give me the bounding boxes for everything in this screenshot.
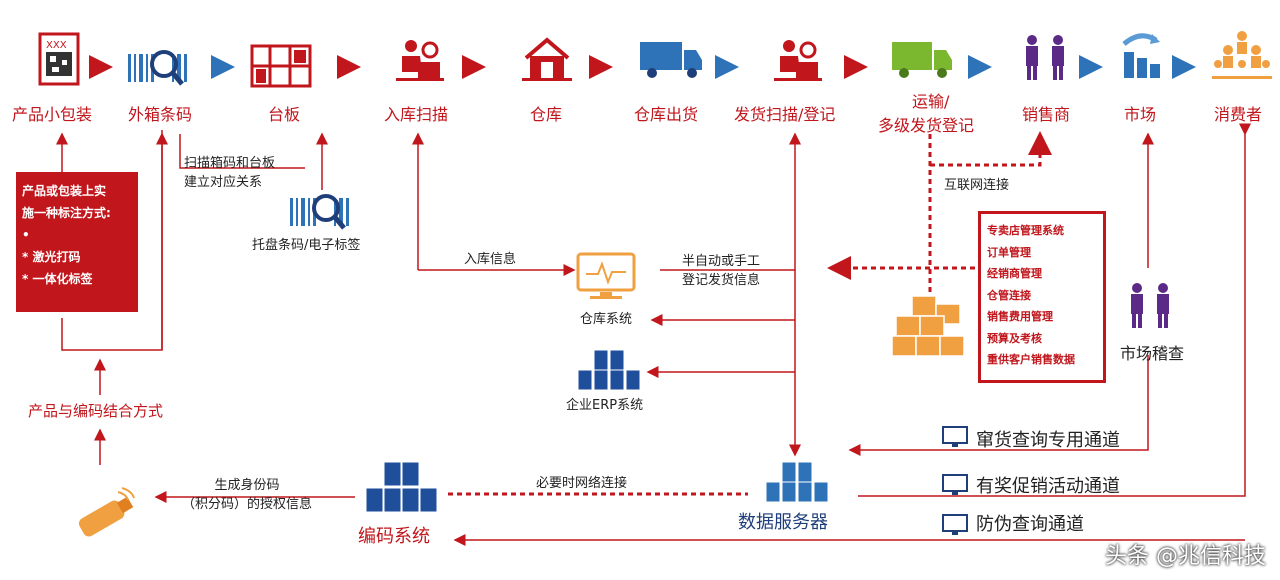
marking-method-box: 产品或包装上实 施一种标注方式: • * 激光打码 * 一体化标签 [16, 172, 138, 312]
combine-method-label: 产品与编码结合方式 [28, 402, 164, 420]
node-label-barcode: 外箱条码 [128, 105, 193, 124]
pallet-tag-label: 托盘条码/电子标签 [252, 238, 361, 253]
worker-scan-icon [396, 38, 444, 86]
node-label-transport: 运输/ [912, 92, 950, 111]
channel-anti-counterfeit[interactable]: 防伪查询通道 [976, 514, 1084, 535]
package-box-icon: XXX [38, 30, 82, 92]
node-label-transport-2: 多级发货登记 [878, 116, 975, 135]
channel-smuggling-query[interactable]: 窜货查询专用通道 [976, 430, 1120, 451]
usb-key-icon [74, 486, 138, 550]
monitor-icon [942, 426, 968, 452]
barcode-scan-icon [128, 46, 192, 94]
warehouse-system-label: 仓库系统 [580, 312, 633, 327]
internet-label: 互联网连接 [944, 178, 1010, 193]
network-link-label: 必要时网络连接 [536, 476, 628, 491]
warehouse-icon [522, 36, 572, 86]
inspector-people-icon [1124, 282, 1178, 334]
coding-system-label: 编码系统 [358, 526, 430, 547]
bar-growth-icon [1120, 30, 1164, 84]
data-server-label: 数据服务器 [738, 512, 828, 533]
manual-info-label: 半自动或手工 登记发货信息 [682, 254, 761, 288]
coding-server-icon [365, 461, 438, 518]
barcode-scan-icon [290, 190, 354, 238]
node-label-inbound: 入库扫描 [384, 105, 449, 124]
stock-boxes-icon [891, 295, 972, 362]
channel-promotion[interactable]: 有奖促销活动通道 [976, 476, 1120, 497]
monitor-icon [576, 252, 636, 306]
node-label-dispatch: 发货扫描/登记 [734, 105, 836, 124]
inbound-info-label: 入库信息 [464, 252, 517, 267]
node-label-ship: 仓库出货 [634, 105, 699, 124]
dealer-system-box: 专卖店管理系统 订单管理 经销商管理 仓管连接 销售费用管理 预算及考核 重供客… [978, 211, 1106, 383]
consumers-icon [1212, 30, 1272, 84]
node-label-market: 市场 [1124, 105, 1157, 124]
node-label-warehouse: 仓库 [530, 105, 563, 124]
erp-system-label: 企业ERP系统 [566, 398, 644, 413]
market-inspection-label: 市场稽查 [1120, 344, 1185, 363]
watermark-text: 头条 @兆信科技 [1105, 544, 1266, 569]
node-label-pallet: 台板 [268, 105, 301, 124]
worker-scan-icon [774, 38, 822, 86]
truck-icon [640, 42, 702, 84]
pallet-scan-note: 扫描箱码和台板 建立对应关系 [184, 156, 276, 190]
pallet-rack-icon [250, 44, 312, 92]
node-label-package: 产品小包装 [12, 105, 93, 124]
svg-text:XXX: XXX [46, 40, 67, 51]
node-label-dealer: 销售商 [1022, 105, 1071, 124]
green-truck-icon [892, 42, 954, 84]
node-label-consumer: 消费者 [1214, 105, 1263, 124]
people-icon [1018, 34, 1074, 86]
data-server-icon [765, 461, 829, 508]
erp-server-icon [577, 349, 641, 396]
monitor-icon [942, 514, 968, 540]
id-code-label: 生成身份码 （积分码）的授权信息 [182, 478, 313, 512]
monitor-icon [942, 474, 968, 500]
